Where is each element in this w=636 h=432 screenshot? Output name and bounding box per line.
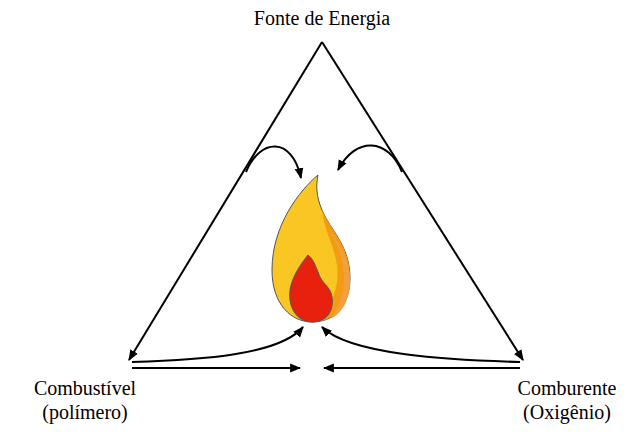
vertex-label: Fonte de Energia [252, 6, 393, 30]
triangle-side-arrow [322, 42, 523, 360]
energy-arrow [338, 145, 402, 172]
flame-outer [272, 175, 350, 322]
flame [272, 175, 350, 322]
flame-inner [290, 255, 333, 322]
node-text: Fonte de Energia [252, 6, 393, 30]
vertex-label: Combustível (polímero) [19, 376, 151, 424]
triangle-side-arrow [129, 42, 322, 360]
oxidizer-arrow [324, 367, 520, 369]
oxidizer-arrow [322, 327, 520, 362]
energy-arrow [246, 146, 301, 178]
node-text: Comburente (Oxigênio) [501, 376, 633, 424]
node-text: Combustível (polímero) [19, 376, 151, 424]
fuel-arrow [132, 327, 303, 362]
vertex-label: Comburente (Oxigênio) [501, 376, 633, 424]
fuel-arrow [132, 367, 300, 369]
